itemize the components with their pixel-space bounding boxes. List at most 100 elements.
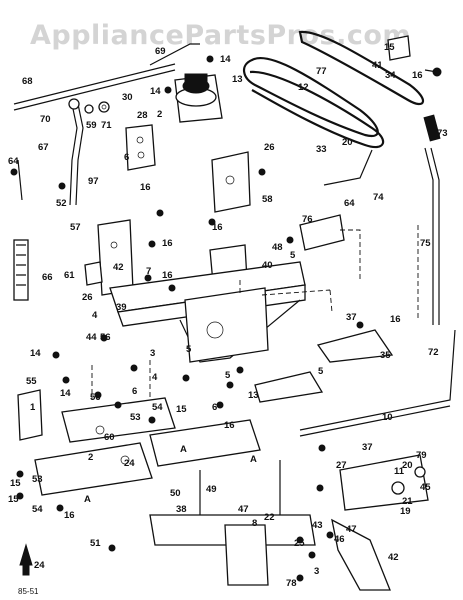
part-ref: 40 (262, 260, 273, 271)
part-ref: 37 (362, 442, 373, 453)
part-callouts: 69 14 68 30 70 59 71 28 2 14 13 12 77 15… (8, 42, 448, 589)
part-ref: 28 (137, 110, 148, 121)
part-ref: 2 (157, 109, 162, 120)
part-ref: 41 (372, 60, 383, 71)
part-ref: 27 (336, 460, 347, 471)
part-ref: 5 (225, 370, 231, 381)
part-ref: 70 (40, 114, 51, 125)
part-ref: 19 (400, 506, 411, 517)
part-ref: 15 (176, 404, 187, 415)
part-ref: 14 (30, 348, 41, 359)
part-ref: 15 (384, 42, 395, 53)
part-ref: 45 (420, 482, 431, 493)
part-ref: 1 (30, 402, 36, 413)
part-ref: 4 (152, 372, 158, 383)
part-ref: 97 (88, 176, 99, 187)
watermark: AppliancePartsPros.com (30, 20, 411, 51)
part-ref: 6 (124, 152, 129, 163)
part-ref: 21 (402, 496, 413, 507)
part-ref: 58 (262, 194, 273, 205)
part-ref: 14 (150, 86, 161, 97)
part-ref: 11 (394, 466, 405, 477)
part-ref: 54 (152, 402, 163, 413)
part-ref: 6 (212, 402, 217, 413)
part-ref: A (250, 454, 257, 465)
part-ref: 64 (344, 198, 355, 209)
part-ref: 75 (420, 238, 431, 249)
part-ref: 67 (38, 142, 49, 153)
part-ref: 64 (8, 156, 19, 167)
part-ref: 16 (162, 238, 173, 249)
hardware (10, 55, 364, 582)
part-ref: 42 (113, 262, 124, 273)
part-ref: 20 (342, 137, 353, 148)
part-ref: 13 (232, 74, 243, 85)
part-ref: 14 (220, 54, 231, 65)
part-ref: 56 (100, 332, 111, 343)
part-ref: 77 (316, 66, 327, 77)
part-ref: 79 (416, 450, 427, 461)
part-ref: 26 (264, 142, 275, 153)
part-ref: 13 (248, 390, 259, 401)
part-ref: 2 (88, 452, 93, 463)
part-ref: 39 (116, 302, 127, 313)
part-ref: 3 (150, 348, 155, 359)
part-ref: 54 (32, 504, 43, 515)
part-ref: 16 (412, 70, 423, 81)
part-ref: 37 (346, 312, 357, 323)
part-ref: 25 (294, 538, 305, 549)
part-ref: 16 (390, 314, 401, 325)
part-ref: 24 (124, 458, 135, 469)
part-ref: 5 (290, 250, 296, 261)
part-ref: 69 (155, 46, 166, 57)
part-ref: 16 (162, 270, 173, 281)
part-ref: 53 (130, 412, 141, 423)
part-ref: 44 (86, 332, 97, 343)
part-ref: 47 (346, 524, 357, 535)
part-ref: 72 (428, 347, 439, 358)
part-ref: 33 (316, 144, 327, 155)
part-ref: 59 (86, 120, 97, 131)
part-ref: 73 (437, 128, 448, 139)
part-ref: 4 (92, 310, 98, 321)
part-ref: 66 (42, 272, 53, 283)
part-ref: 5 (318, 366, 324, 377)
part-ref: 16 (212, 222, 223, 233)
part-ref: 26 (82, 292, 93, 303)
part-ref: 15 (10, 478, 21, 489)
part-ref: 49 (206, 484, 217, 495)
part-ref: 10 (382, 412, 393, 423)
part-ref: 55 (26, 376, 37, 387)
part-ref: A (84, 494, 91, 505)
part-ref: 16 (140, 182, 151, 193)
part-ref: 74 (373, 192, 384, 203)
part-ref: 38 (176, 504, 187, 515)
part-ref: 7 (146, 266, 151, 277)
part-ref: 3 (314, 566, 319, 577)
part-ref: 50 (170, 488, 181, 499)
part-ref: 68 (22, 76, 33, 87)
part-ref: 43 (312, 520, 323, 531)
part-ref: 5 (186, 344, 192, 355)
footer-arrow-label: 24 (34, 560, 45, 571)
part-ref: 42 (388, 552, 399, 563)
line-art (13, 30, 456, 591)
part-ref: 76 (302, 214, 313, 225)
part-ref: A (180, 444, 187, 455)
part-ref: 8 (252, 518, 257, 529)
part-ref: 30 (122, 92, 133, 103)
part-ref: 12 (298, 82, 309, 93)
part-ref: 56 (90, 392, 101, 403)
part-ref: 16 (224, 420, 235, 431)
part-ref: 14 (60, 388, 71, 399)
part-ref: 15 (8, 494, 19, 505)
part-ref: 34 (385, 70, 396, 81)
part-ref: 6 (132, 386, 137, 397)
part-ref: 78 (286, 578, 297, 589)
part-ref: 52 (56, 198, 67, 209)
part-ref: 57 (70, 222, 81, 233)
part-ref: 51 (90, 538, 101, 549)
part-ref: 48 (272, 242, 283, 253)
part-ref: 46 (334, 534, 345, 545)
